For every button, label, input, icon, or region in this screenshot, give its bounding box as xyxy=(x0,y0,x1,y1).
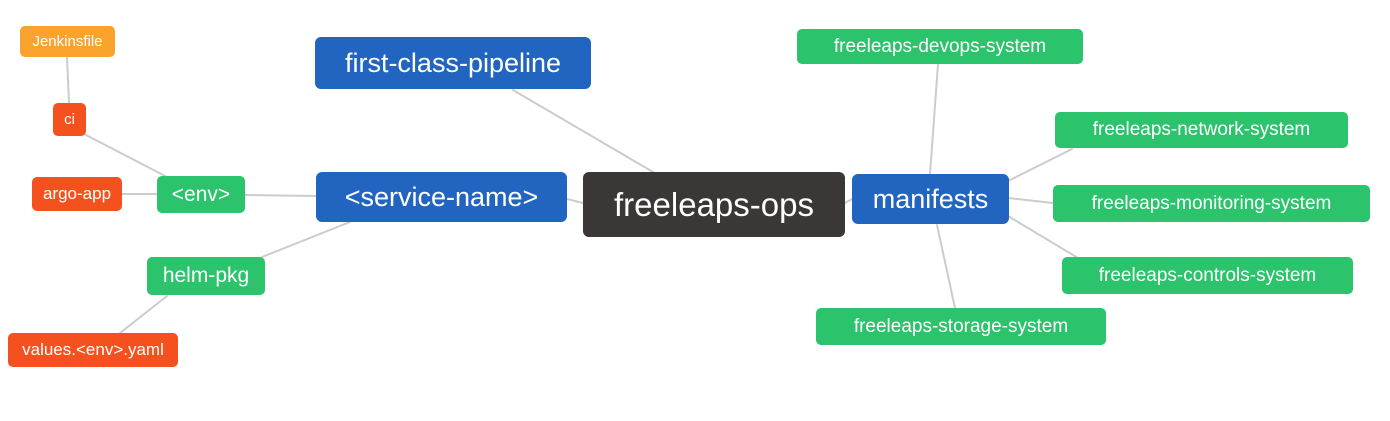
node-values-env-yaml[interactable]: values.<env>.yaml xyxy=(8,333,178,367)
node-manifests[interactable]: manifests xyxy=(852,174,1009,224)
node-env[interactable]: <env> xyxy=(157,176,245,213)
edge-helm-pkg-service-name xyxy=(261,221,351,258)
edge-manifests-monitoring xyxy=(1007,197,1054,204)
node-freeleaps-controls-system[interactable]: freeleaps-controls-system xyxy=(1062,257,1353,294)
edge-ci-env xyxy=(83,133,168,178)
edge-env-service-name xyxy=(244,194,317,197)
node-ci[interactable]: ci xyxy=(53,103,86,136)
edge-freeleaps-ops-manifests xyxy=(844,198,853,204)
edge-manifests-storage xyxy=(936,224,956,309)
node-first-class-pipeline[interactable]: first-class-pipeline xyxy=(315,37,591,89)
node-argo-app[interactable]: argo-app xyxy=(32,177,122,211)
node-freeleaps-ops[interactable]: freeleaps-ops xyxy=(583,172,845,237)
node-freeleaps-devops-system[interactable]: freeleaps-devops-system xyxy=(797,29,1083,64)
node-freeleaps-storage-system[interactable]: freeleaps-storage-system xyxy=(816,308,1106,345)
edge-service-freeleaps-ops xyxy=(566,198,584,204)
node-freeleaps-network-system[interactable]: freeleaps-network-system xyxy=(1055,112,1348,148)
edge-manifests-network xyxy=(1007,148,1073,182)
edge-values-helm-pkg xyxy=(119,295,168,334)
node-service-name[interactable]: <service-name> xyxy=(316,172,567,222)
edge-manifests-devops xyxy=(929,63,939,175)
node-jenkinsfile[interactable]: Jenkinsfile xyxy=(20,26,115,57)
edge-jenkinsfile-ci xyxy=(66,56,70,104)
edge-manifests-controls xyxy=(1007,215,1079,259)
node-helm-pkg[interactable]: helm-pkg xyxy=(147,257,265,295)
edge-pipeline-freeleaps-ops xyxy=(512,89,654,173)
node-freeleaps-monitoring-system[interactable]: freeleaps-monitoring-system xyxy=(1053,185,1370,222)
